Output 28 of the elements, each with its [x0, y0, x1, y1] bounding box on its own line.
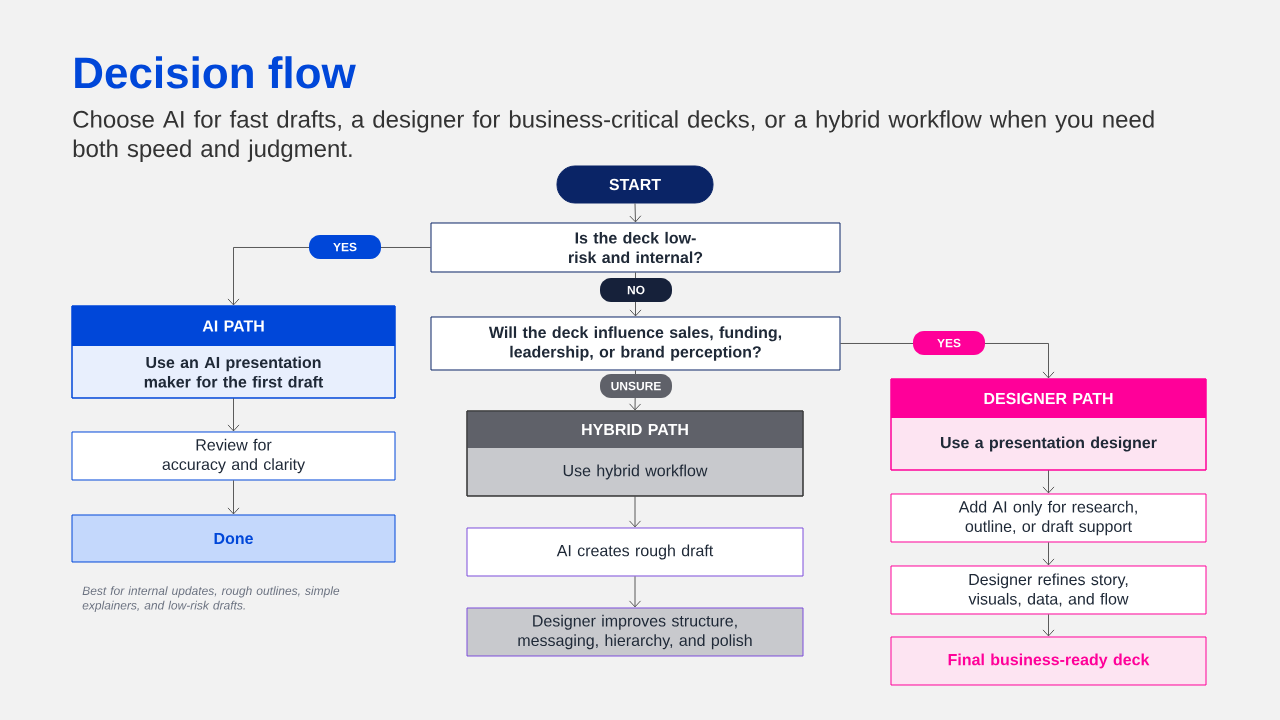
subtitle: Choose AI for fast drafts, a designer for business-critical decks, or a hybrid workflow when you need both speed and judgment. — [73, 110, 1154, 162]
arrow — [227, 398, 240, 432]
edge-label: UNSURE — [600, 374, 672, 398]
process-box: AI creates rough draft — [466, 527, 804, 577]
path-box: HYBRID PATH Use hybrid workflow — [466, 410, 804, 497]
title: Decision flow — [75, 56, 356, 89]
path-box: DESIGNER PATH Use a presentation designer — [890, 378, 1207, 471]
process-box: Final business-ready deck — [890, 636, 1207, 686]
arrow — [1042, 614, 1055, 637]
process-box: Will the deck influence sales, funding, leadership, or brand perception? — [430, 316, 841, 371]
edge-label: NO — [600, 278, 672, 302]
edge-label: YES — [309, 235, 381, 259]
process-box: Is the deck low-risk and internal? — [430, 222, 841, 273]
start-terminal: START — [556, 165, 714, 204]
arrow — [629, 496, 641, 528]
arrow — [227, 480, 240, 515]
process-box: Designer refines story, visuals, data, and flow — [890, 565, 1207, 615]
edge-label: YES — [913, 331, 985, 355]
arrow — [1042, 470, 1055, 494]
process-box: Review for accuracy and clarity — [71, 431, 396, 481]
arrow — [629, 576, 641, 608]
note: Best for internal updates, rough outlines, simple explainers, and low-risk drafts. — [82, 586, 340, 612]
process-box: Done — [71, 514, 396, 563]
process-box: Designer improves structure, messaging, hierarchy, and polish — [466, 607, 804, 657]
arrow — [629, 203, 642, 223]
process-box: Add AI only for research, outline, or draft support — [890, 493, 1207, 543]
arrow — [1042, 542, 1055, 566]
path-box: AI PATH Use an AI presentation maker for the first draft — [71, 305, 396, 399]
